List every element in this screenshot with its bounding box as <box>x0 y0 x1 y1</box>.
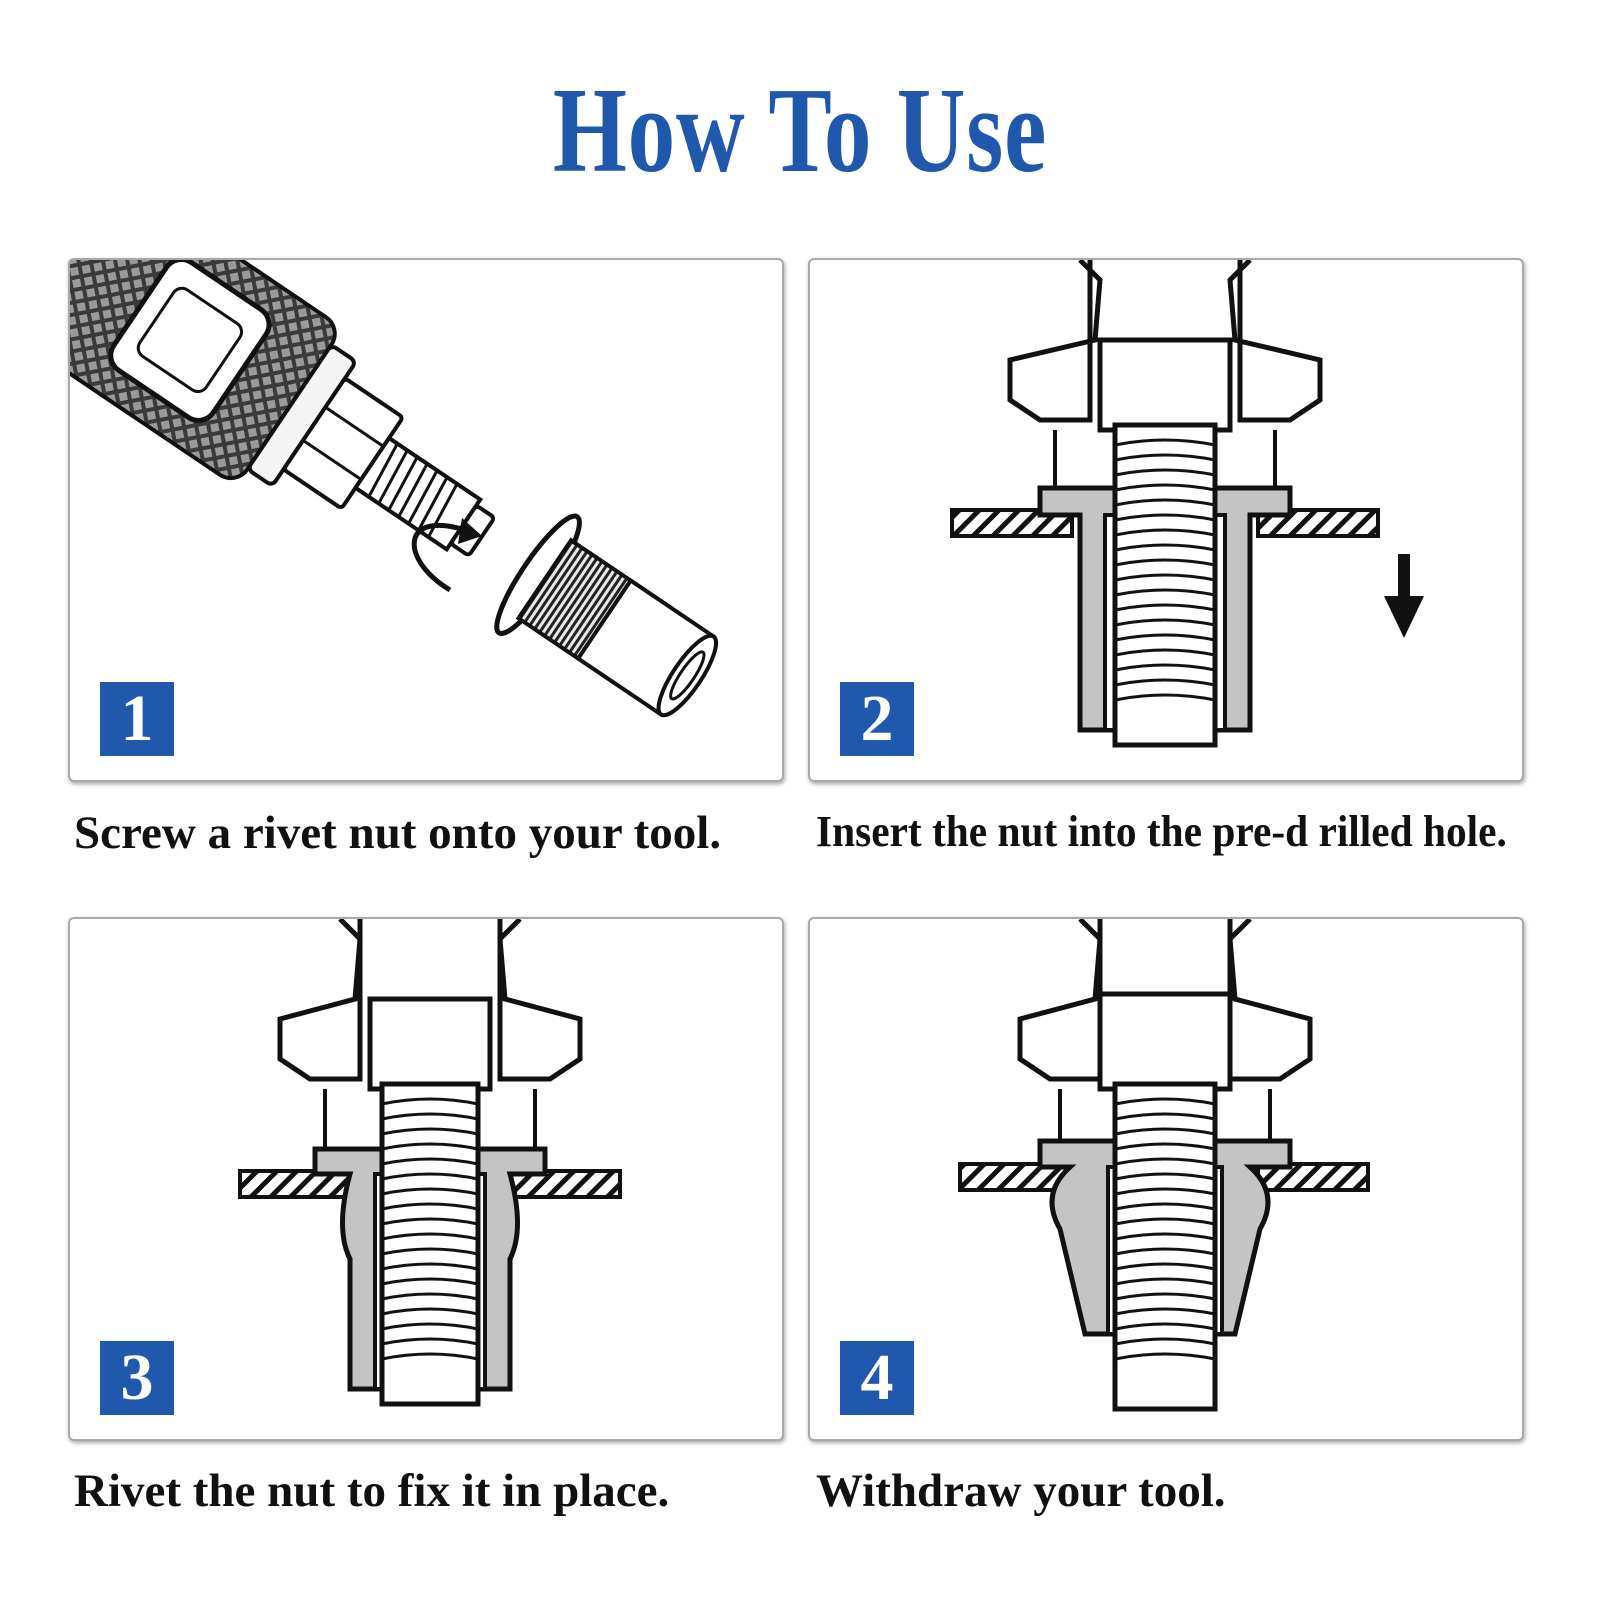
tool-and-rivet-nut-illustration <box>70 260 719 718</box>
withdraw-tool-cross-section <box>958 919 1370 1412</box>
step-4-caption: Withdraw your tool. <box>816 1465 1226 1517</box>
step-2-caption: Insert the nut into the pre-d rilled hol… <box>816 807 1507 856</box>
insert-nut-cross-section <box>950 260 1424 748</box>
step-3-panel: 3 <box>68 917 784 1441</box>
step-1-panel: 1 <box>68 258 784 782</box>
step-number-badge: 1 <box>100 682 174 756</box>
step-number-badge: 3 <box>100 1341 174 1415</box>
step-1-caption: Screw a rivet nut onto your tool. <box>74 807 722 859</box>
rivet-nut-compression-cross-section <box>238 919 622 1407</box>
step-number-badge: 2 <box>840 682 914 756</box>
step-3-caption: Rivet the nut to fix it in place. <box>74 1465 670 1517</box>
step-4-panel: 4 <box>808 917 1524 1441</box>
step-2-panel: 2 <box>808 258 1524 782</box>
step-number-badge: 4 <box>840 1341 914 1415</box>
page-title: How To Use <box>552 63 1048 198</box>
